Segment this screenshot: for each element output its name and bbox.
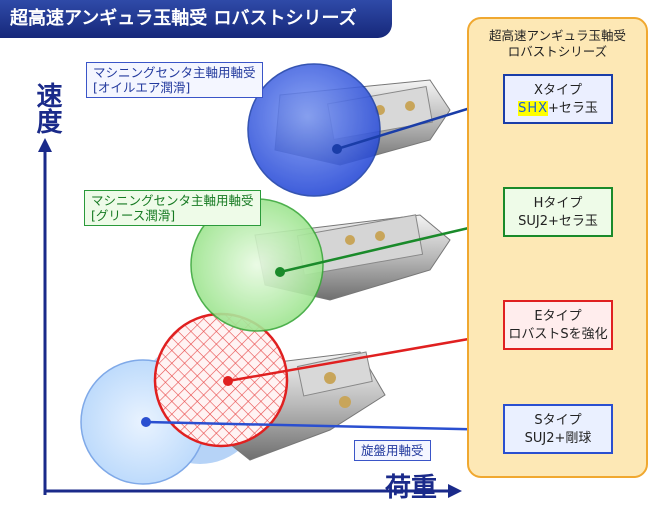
connector-s — [145, 420, 504, 432]
type-e-detail: ロバストSを強化 — [508, 327, 608, 342]
type-box-s: Sタイプ SUJ2+剛球 — [503, 404, 613, 454]
connector-h — [279, 218, 504, 274]
type-x-highlight: SHX — [518, 101, 549, 116]
marker-h — [275, 267, 285, 277]
oil-air-label: マシニングセンタ主軸用軸受 [オイルエア潤滑] — [86, 62, 263, 98]
connector-e — [227, 331, 504, 383]
x-axis-arrow — [448, 484, 462, 498]
oil-air-label-line1: マシニングセンタ主軸用軸受 — [93, 65, 256, 80]
marker-s — [141, 417, 151, 427]
type-s-name: Sタイプ — [534, 413, 582, 428]
grease-label: マシニングセンタ主軸用軸受 [グリース潤滑] — [84, 190, 261, 226]
grease-label-line1: マシニングセンタ主軸用軸受 — [91, 193, 254, 208]
marker-e — [223, 376, 233, 386]
type-box-x: Xタイプ SHX+セラ玉 — [503, 74, 613, 124]
type-box-e: Eタイプ ロバストSを強化 — [503, 300, 613, 350]
type-x-name: Xタイプ — [534, 83, 582, 98]
type-e-name: Eタイプ — [534, 309, 582, 324]
series-panel — [467, 17, 648, 478]
page-title: 超高速アンギュラ玉軸受 ロバストシリーズ — [0, 0, 392, 38]
enhanced-circle — [153, 312, 289, 448]
panel-title: 超高速アンギュラ玉軸受 ロバストシリーズ — [467, 28, 648, 60]
oil-circle — [247, 63, 381, 197]
type-x-detail-row: SHX+セラ玉 — [505, 100, 611, 118]
oil-air-label-line2: [オイルエア潤滑] — [93, 80, 191, 95]
y-axis-label: 速度 — [32, 82, 62, 134]
type-h-name: Hタイプ — [533, 196, 583, 211]
lathe-label: 旋盤用軸受 — [354, 440, 431, 461]
marker-x — [332, 144, 342, 154]
panel-title-line2: ロバストシリーズ — [507, 44, 608, 59]
x-axis-label: 荷重 — [385, 473, 438, 503]
panel-title-line1: 超高速アンギュラ玉軸受 — [488, 28, 626, 43]
type-h-detail: SUJ2+セラ玉 — [518, 214, 598, 229]
y-axis-arrow — [38, 138, 52, 152]
type-s-detail: SUJ2+剛球 — [524, 431, 592, 446]
type-box-h: Hタイプ SUJ2+セラ玉 — [503, 187, 613, 237]
type-x-detail: +セラ玉 — [548, 101, 598, 116]
grease-label-line2: [グリース潤滑] — [91, 208, 176, 223]
